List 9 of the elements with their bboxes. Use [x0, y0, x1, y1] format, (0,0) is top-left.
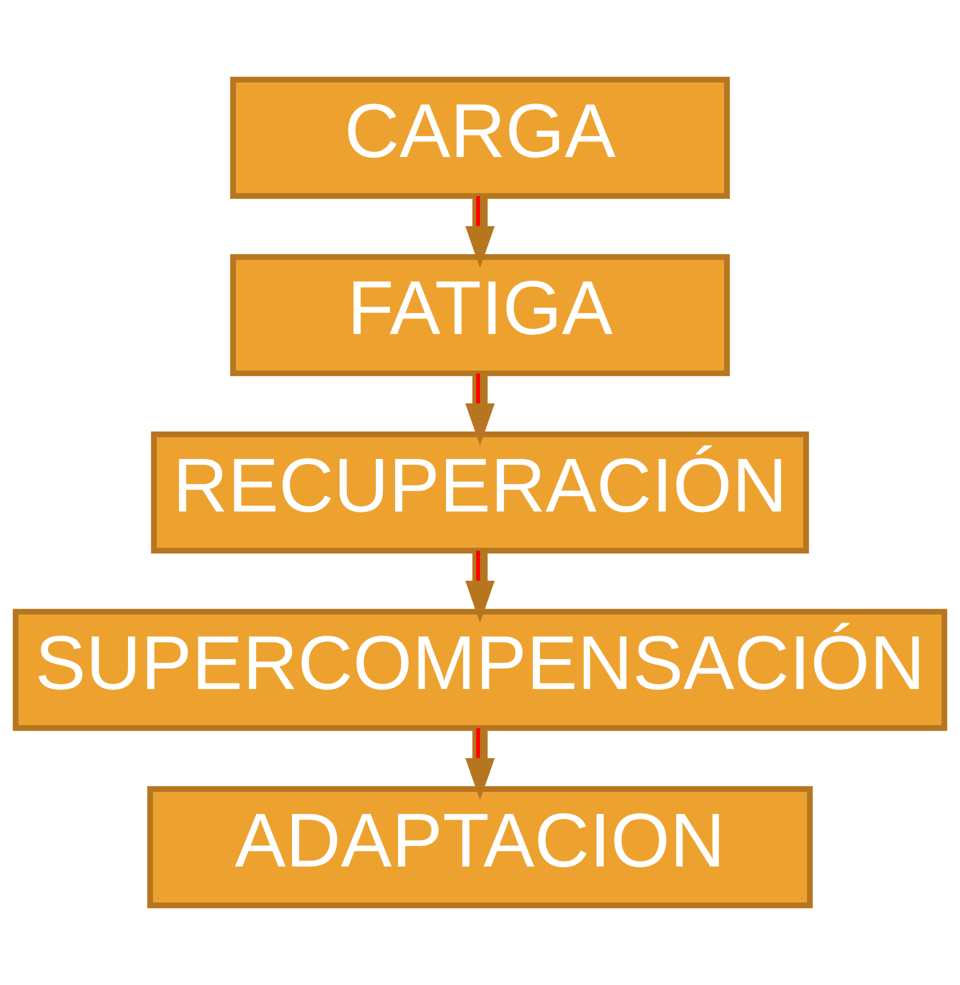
node-box: CARGA	[230, 76, 730, 199]
node-box: RECUPERACIÓN	[151, 431, 809, 554]
arrow	[465, 196, 495, 268]
node-box: FATIGA	[230, 254, 730, 376]
arrow	[465, 728, 495, 800]
node-box: SUPERCOMPENSACIÓN	[12, 608, 948, 731]
arrow	[465, 550, 495, 623]
arrow	[465, 373, 495, 446]
node-box: ADAPTACION	[147, 786, 813, 908]
